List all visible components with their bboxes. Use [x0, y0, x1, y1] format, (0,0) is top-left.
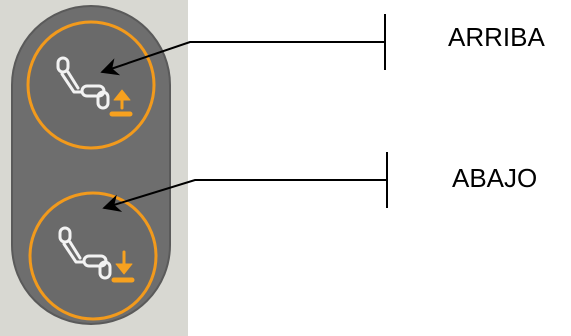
callout-up-leader — [100, 41, 385, 76]
callout-down-label: ABAJO — [452, 163, 538, 193]
callout-down — [102, 152, 388, 212]
seat-lower-icon — [58, 226, 135, 283]
seat-raise-icon — [56, 56, 133, 117]
callout-up — [100, 14, 386, 76]
seat-up-button[interactable] — [26, 20, 156, 150]
seat-down-button[interactable] — [28, 191, 158, 321]
callout-up-label: ARRIBA — [448, 22, 545, 52]
callout-down-leader — [102, 179, 387, 212]
